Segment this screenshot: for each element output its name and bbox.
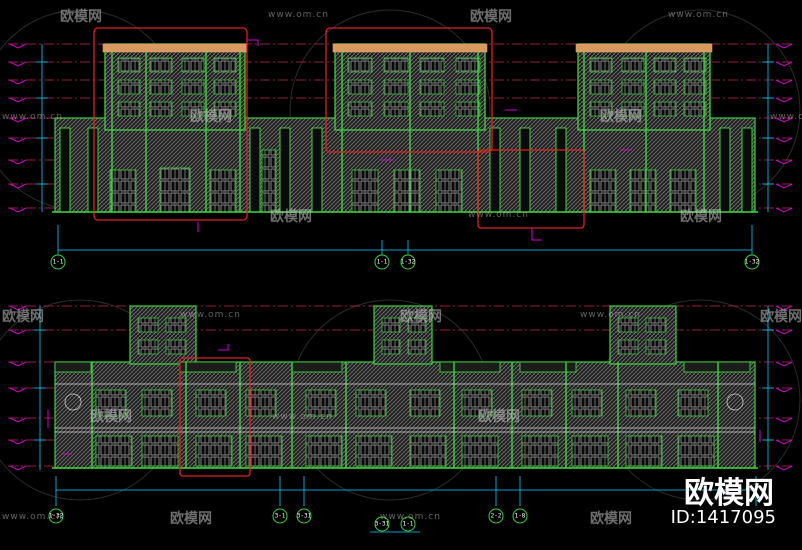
watermark-brand: 欧模网 xyxy=(90,409,132,425)
watermark-brand: 欧模网 xyxy=(590,511,632,527)
top-roof-trims xyxy=(102,43,713,53)
top-podium-windows xyxy=(109,149,697,213)
image-id-label: ID:1417095 xyxy=(670,507,776,528)
watermark-url: www.om.cn xyxy=(180,310,241,320)
brand-logo-text: 欧模网 xyxy=(684,476,774,511)
axis-label: 1-1 xyxy=(376,258,388,266)
watermark-brand: 欧模网 xyxy=(190,109,232,125)
top-podium-columns xyxy=(59,127,753,213)
axis-label: 1-8 xyxy=(514,512,526,520)
bottom-parapets xyxy=(54,361,751,373)
bottom-string-courses xyxy=(55,383,755,433)
watermark-brand: 欧模网 xyxy=(470,9,512,25)
bottom-dimension-chains xyxy=(34,306,774,533)
watermark-url: www.om.cn xyxy=(770,112,802,122)
top-annotations xyxy=(197,39,632,241)
watermark-brand: 欧模网 xyxy=(400,309,442,325)
bottom-level-markers xyxy=(9,305,793,471)
axis-label: 3-31 xyxy=(296,512,312,520)
watermark-url: www.om.cn xyxy=(380,512,441,522)
elevation-bottom xyxy=(8,305,795,533)
bottom-storefronts xyxy=(95,435,715,467)
axis-label: 1-32 xyxy=(400,258,416,266)
top-pilasters xyxy=(111,52,705,212)
bottom-axis-bubbles xyxy=(48,508,528,532)
top-revision-clouds xyxy=(93,27,585,229)
top-axis-bubbles xyxy=(50,254,760,270)
axis-label: 2-2 xyxy=(490,512,502,520)
bottom-round-windows xyxy=(64,393,744,411)
bottom-tower-windows xyxy=(137,317,667,355)
elevation-top xyxy=(8,27,795,270)
bottom-annotations xyxy=(47,344,761,455)
bottom-upper-windows xyxy=(95,389,709,417)
watermark-url: www.om.cn xyxy=(268,10,329,20)
watermark-brand: 欧模网 xyxy=(2,309,44,325)
top-dimension-chains xyxy=(36,44,774,258)
bottom-revision-clouds xyxy=(179,357,251,477)
watermark-url: www.om.cn xyxy=(468,210,529,220)
watermark-url: www.om.cn xyxy=(272,412,333,422)
watermark-brand: 欧模网 xyxy=(60,9,102,25)
top-tower-windows xyxy=(117,57,707,117)
axis-label: 3-31 xyxy=(374,520,390,528)
watermark-brand: 欧模网 xyxy=(680,209,722,225)
watermark-url: www.om.cn xyxy=(2,112,63,122)
watermark-brand: 欧模网 xyxy=(600,109,642,125)
watermark-url: www.om.cn xyxy=(2,512,63,522)
axis-label: 1-32 xyxy=(744,258,760,266)
axis-label: 1-1 xyxy=(402,520,414,528)
watermark-brand: 欧模网 xyxy=(170,511,212,527)
watermark-url: www.om.cn xyxy=(580,310,641,320)
bottom-pilasters xyxy=(91,362,719,468)
watermark-url: www.om.cn xyxy=(668,10,729,20)
watermark-brand: 欧模网 xyxy=(270,209,312,225)
axis-label: 3-1 xyxy=(274,512,286,520)
top-level-markers xyxy=(9,43,793,213)
axis-label: 1-32 xyxy=(48,512,64,520)
watermark-brand: 欧模网 xyxy=(760,309,802,325)
watermark-brand: 欧模网 xyxy=(478,409,520,425)
axis-label: 1-1 xyxy=(52,258,64,266)
